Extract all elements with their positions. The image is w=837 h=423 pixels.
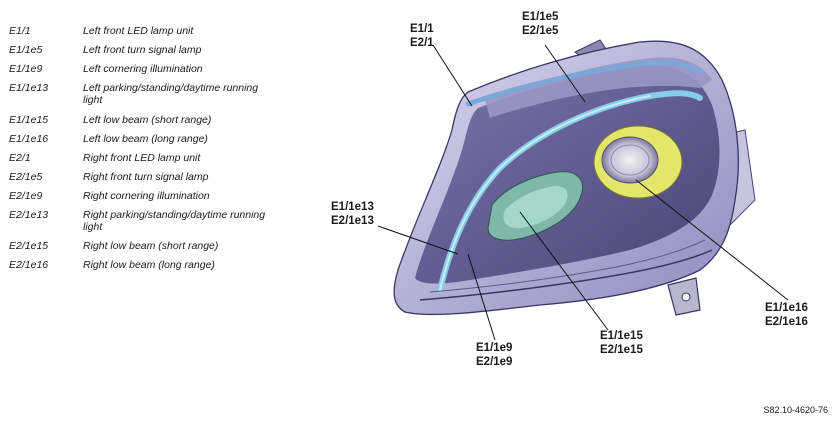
legend-desc: Left front turn signal lamp <box>83 44 202 56</box>
figure-reference: S82.10-4620-76 <box>763 405 828 415</box>
leader-line <box>635 179 789 301</box>
legend-code: E2/1e13 <box>9 209 49 221</box>
mounting-hole <box>681 292 691 302</box>
callout-line: E2/1e13 <box>331 215 374 227</box>
callout-e1-1e9: E1/1e9 E2/1e9 <box>476 341 512 369</box>
leader-line <box>544 44 586 103</box>
callout-line: E1/1e13 <box>331 201 374 213</box>
legend-code: E1/1 <box>9 25 31 37</box>
callout-line: E2/1 <box>410 37 434 49</box>
callout-line: E1/1e9 <box>476 342 513 354</box>
legend-desc: Right low beam (long range) <box>83 259 215 271</box>
legend-code: E2/1e16 <box>9 259 49 271</box>
legend-desc: Left low beam (short range) <box>83 114 212 126</box>
low-beam-short-lens <box>503 186 568 229</box>
legend-code: E2/1e9 <box>9 190 43 202</box>
callout-e1-1e13: E1/1e13 E2/1e13 <box>331 200 374 228</box>
legend-desc: Right front turn signal lamp <box>83 171 209 183</box>
legend-desc: Right parking/standing/daytime running l… <box>83 209 266 233</box>
legend-code: E1/1e13 <box>9 82 49 94</box>
turn-signal-strip <box>465 60 703 107</box>
legend-code: E2/1e15 <box>9 240 49 252</box>
callout-line: E2/1e9 <box>476 356 513 368</box>
callout-line: E1/1e5 <box>522 11 559 23</box>
callout-line: E2/1e5 <box>522 25 559 37</box>
legend-desc: Right low beam (short range) <box>83 240 219 252</box>
legend-code: E2/1 <box>9 152 31 164</box>
legend-desc: Right cornering illumination <box>83 190 210 202</box>
callout-e1-1: E1/1 E2/1 <box>410 22 434 50</box>
lower-rim-inner <box>429 239 706 293</box>
legend-code: E1/1e5 <box>9 44 43 56</box>
callout-e1-1e5: E1/1e5 E2/1e5 <box>522 10 558 38</box>
leader-line <box>432 44 473 107</box>
legend-desc: Left parking/standing/daytime running li… <box>83 82 259 106</box>
top-shade <box>485 57 712 118</box>
callout-e1-1e15: E1/1e15 E2/1e15 <box>600 329 643 357</box>
callout-line: E2/1e16 <box>765 316 808 328</box>
legend-desc: Right front LED lamp unit <box>83 152 201 164</box>
legend-code: E1/1e15 <box>9 114 49 126</box>
callout-line: E2/1e15 <box>600 344 643 356</box>
leader-line <box>519 211 609 331</box>
legend-code: E2/1e5 <box>9 171 43 183</box>
lower-rim <box>419 249 713 301</box>
legend-desc: Left low beam (long range) <box>83 133 208 145</box>
legend-code: E1/1e9 <box>9 63 43 75</box>
low-beam-long-lens-ring <box>610 144 650 176</box>
legend-code: E1/1e16 <box>9 133 49 145</box>
callout-line: E1/1e15 <box>600 330 643 342</box>
callout-e1-1e16: E1/1e16 E2/1e16 <box>765 301 808 329</box>
legend-desc: Left front LED lamp unit <box>83 25 194 37</box>
drl-light-strip-highlight <box>439 95 651 291</box>
low-beam-long-lens <box>601 136 659 184</box>
leader-line <box>467 253 496 341</box>
callout-line: E1/1e16 <box>765 302 808 314</box>
callout-line: E1/1 <box>410 23 434 35</box>
legend-desc: Left cornering illumination <box>83 63 203 75</box>
leader-lines <box>377 44 789 341</box>
leader-line <box>377 225 459 255</box>
